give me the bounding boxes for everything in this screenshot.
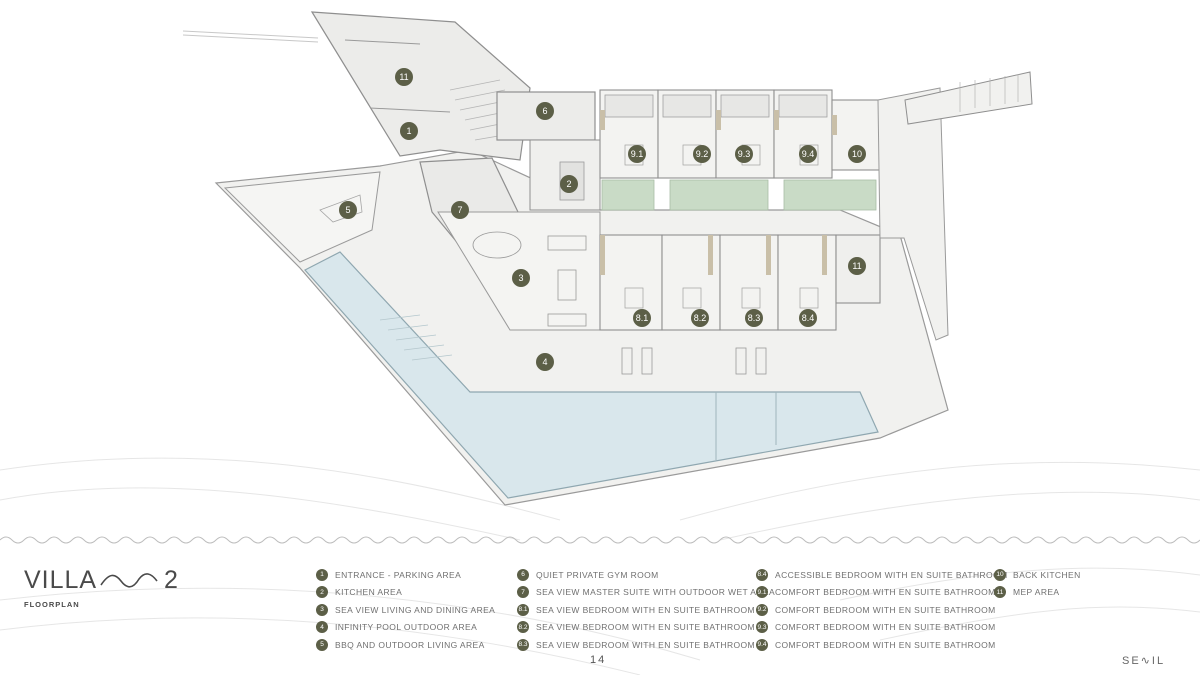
room-marker: 1	[400, 122, 418, 140]
legend-badge: 11	[994, 586, 1006, 599]
sun-loungers	[621, 347, 767, 375]
legend-badge: 9.3	[756, 621, 768, 634]
legend-label: QUIET PRIVATE GYM ROOM	[536, 569, 659, 580]
legend-item: 8.4 ACCESSIBLE BEDROOM WITH EN SUITE BATH…	[756, 566, 1008, 584]
legend-badge: 4	[316, 621, 328, 634]
room-marker: 9.2	[693, 145, 711, 163]
legend-item: 9.3 COMFORT BEDROOM WITH EN SUITE BATHROO…	[756, 619, 1008, 637]
courtyard-gardens	[601, 179, 877, 211]
room-marker: 9.4	[799, 145, 817, 163]
legend-badge: 9.1	[756, 586, 768, 599]
legend-item: 8.3 SEA VIEW BEDROOM WITH EN SUITE BATHRO…	[517, 636, 775, 654]
room-marker: 5	[339, 201, 357, 219]
pool-steps	[379, 314, 453, 361]
legend-item: 8.1 SEA VIEW BEDROOM WITH EN SUITE BATHRO…	[517, 601, 775, 619]
legend-label: COMFORT BEDROOM WITH EN SUITE BATHROOM	[775, 622, 996, 633]
room-marker: 11	[848, 257, 866, 275]
legend-column-2: 6 QUIET PRIVATE GYM ROOM 7 SEA VIEW MASTER …	[517, 566, 775, 654]
legend-item: 7 SEA VIEW MASTER SUITE WITH OUTDOOR WET …	[517, 584, 775, 602]
legend-label: SEA VIEW LIVING AND DINING AREA	[335, 604, 496, 615]
legend-badge: 5	[316, 638, 328, 651]
brand-logo: SE∿IL	[1122, 655, 1166, 667]
room-marker: 2	[560, 175, 578, 193]
room-marker: 8.1	[633, 309, 651, 327]
legend-badge: 8.1	[517, 603, 529, 616]
villa-number: 2	[164, 566, 178, 594]
room-marker: 9.3	[735, 145, 753, 163]
legend-label: INFINITY POOL OUTDOOR AREA	[335, 622, 478, 633]
legend-label: SEA VIEW MASTER SUITE WITH OUTDOOR WET A…	[536, 587, 776, 598]
page-number: 14	[590, 654, 607, 666]
room-marker: 3	[512, 269, 530, 287]
legend-badge: 6	[517, 568, 529, 581]
bbq-area	[223, 171, 381, 263]
legend-column-4: 10 BACK KITCHEN 11 MEP AREA	[994, 566, 1081, 601]
legend-item: 10 BACK KITCHEN	[994, 566, 1081, 584]
wave-logo-icon	[100, 573, 158, 588]
legend-label: MEP AREA	[1013, 587, 1060, 598]
legend-item: 2 KITCHEN AREA	[316, 584, 495, 602]
legend-badge: 2	[316, 586, 328, 599]
upper-bathroom-blocks	[604, 94, 828, 118]
room-marker: 4	[536, 353, 554, 371]
legend-label: COMFORT BEDROOM WITH EN SUITE BATHROOM	[775, 604, 996, 615]
legend-badge: 9.4	[756, 638, 768, 651]
room-marker: 11	[395, 68, 413, 86]
legend-label: COMFORT BEDROOM WITH EN SUITE BATHROOM	[775, 639, 996, 650]
legend-item: 9.4 COMFORT BEDROOM WITH EN SUITE BATHROO…	[756, 636, 1008, 654]
room-marker: 7	[451, 201, 469, 219]
room-marker: 8.4	[799, 309, 817, 327]
legend-item: 9.2 COMFORT BEDROOM WITH EN SUITE BATHROO…	[756, 601, 1008, 619]
legend-label: ENTRANCE - PARKING AREA	[335, 569, 462, 580]
legend-item: 5 BBQ AND OUTDOOR LIVING AREA	[316, 636, 495, 654]
legend-item: 3 SEA VIEW LIVING AND DINING AREA	[316, 601, 495, 619]
room-marker: 8.3	[745, 309, 763, 327]
legend-label: ACCESSIBLE BEDROOM WITH EN SUITE BATHROO…	[775, 569, 1008, 580]
legend-badge: 8.2	[517, 621, 529, 634]
legend-label: BACK KITCHEN	[1013, 569, 1081, 580]
legend-label: BBQ AND OUTDOOR LIVING AREA	[335, 639, 485, 650]
title-block: VILLA 2 FLOORPLAN	[24, 566, 224, 616]
legend-column-1: 1 ENTRANCE - PARKING AREA 2 KITCHEN AREA 3 SE…	[316, 566, 495, 654]
legend-item: 11 MEP AREA	[994, 584, 1081, 602]
room-marker: 6	[536, 102, 554, 120]
upper-wall-accents	[600, 110, 837, 135]
legend-item: 8.2 SEA VIEW BEDROOM WITH EN SUITE BATHRO…	[517, 619, 775, 637]
villa-title: VILLA	[24, 566, 98, 594]
legend-item: 9.1 COMFORT BEDROOM WITH EN SUITE BATHROO…	[756, 584, 1008, 602]
right-bridge	[904, 71, 1033, 125]
lower-wall-accents	[600, 235, 827, 275]
legend-badge: 3	[316, 603, 328, 616]
room-marker: 10	[848, 145, 866, 163]
legend-badge: 8.4	[756, 568, 768, 581]
floorplan-subtitle: FLOORPLAN	[24, 600, 80, 609]
legend-label: SEA VIEW BEDROOM WITH EN SUITE BATHROOM	[536, 622, 755, 633]
room-marker: 8.2	[691, 309, 709, 327]
entrance-block	[310, 11, 531, 161]
legend-badge: 7	[517, 586, 529, 599]
legend-item: 1 ENTRANCE - PARKING AREA	[316, 566, 495, 584]
legend-label: SEA VIEW BEDROOM WITH EN SUITE BATHROOM	[536, 604, 755, 615]
right-walkway	[877, 87, 949, 341]
wave-divider	[0, 536, 1200, 544]
legend-column-3: 8.4 ACCESSIBLE BEDROOM WITH EN SUITE BATH…	[756, 566, 1008, 654]
legend-label: SEA VIEW BEDROOM WITH EN SUITE BATHROOM	[536, 639, 755, 650]
legend-item: 6 QUIET PRIVATE GYM ROOM	[517, 566, 775, 584]
room-marker: 9.1	[628, 145, 646, 163]
infinity-pool	[304, 251, 879, 499]
legend-label: KITCHEN AREA	[335, 587, 403, 598]
legend-badge: 8.3	[517, 638, 529, 651]
driveway-lines	[182, 30, 319, 43]
legend-badge: 10	[994, 568, 1006, 581]
legend-label: COMFORT BEDROOM WITH EN SUITE BATHROOM	[775, 587, 996, 598]
legend-badge: 1	[316, 568, 328, 581]
legend-badge: 9.2	[756, 603, 768, 616]
legend-item: 4 INFINITY POOL OUTDOOR AREA	[316, 619, 495, 637]
topography-lines	[0, 457, 1200, 675]
